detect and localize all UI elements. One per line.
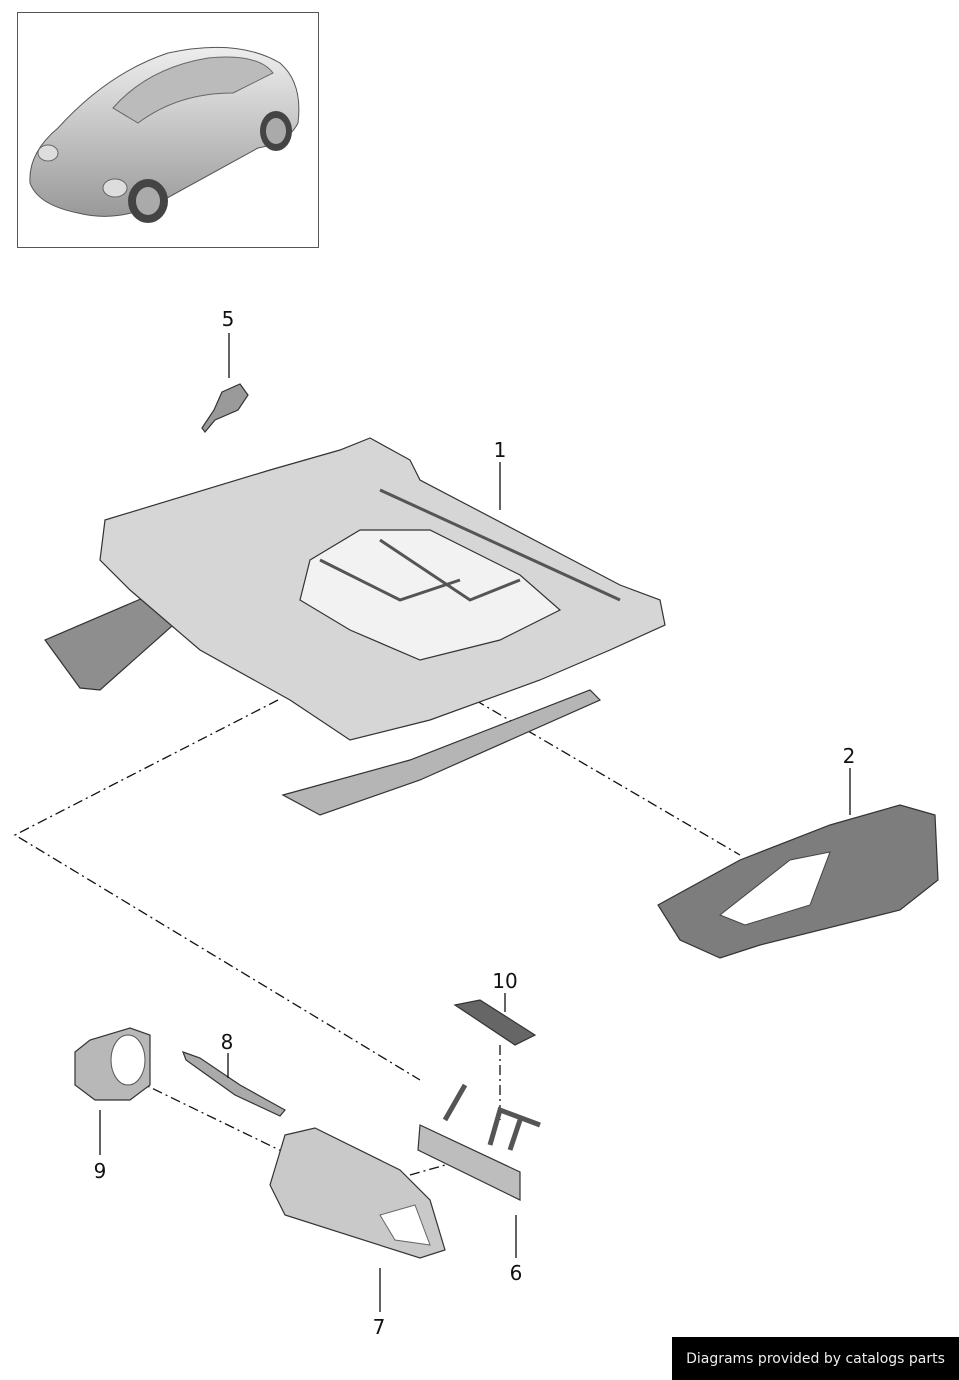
attribution-banner: Diagrams provided by catalogs parts [672, 1337, 959, 1380]
part-1-seat-frame[interactable] [44, 437, 666, 816]
part-10-plate[interactable] [453, 999, 537, 1046]
callout-2[interactable]: 2 [843, 744, 856, 768]
assembly-line [13, 699, 421, 1081]
callout-9[interactable]: 9 [94, 1159, 107, 1183]
part-6-bracket[interactable] [417, 1083, 541, 1201]
attribution-text: Diagrams provided by catalogs parts [686, 1350, 945, 1367]
part-7-cover[interactable] [269, 1127, 446, 1259]
vehicle-thumbnail [17, 12, 319, 248]
part-5-bracket[interactable] [201, 383, 249, 433]
callout-6[interactable]: 6 [510, 1261, 523, 1285]
callout-10[interactable]: 10 [492, 969, 517, 993]
callout-7[interactable]: 7 [373, 1315, 386, 1339]
car-illustration [29, 46, 300, 223]
part-8-strip[interactable] [181, 1051, 286, 1117]
assembly-line [134, 1079, 301, 1161]
callout-8[interactable]: 8 [221, 1030, 234, 1054]
assembly-line [457, 689, 741, 856]
callout-5[interactable]: 5 [222, 307, 235, 331]
part-2-side-trim[interactable] [657, 804, 939, 959]
callout-1[interactable]: 1 [494, 438, 507, 462]
part-9-ring-cover[interactable] [74, 1027, 151, 1101]
